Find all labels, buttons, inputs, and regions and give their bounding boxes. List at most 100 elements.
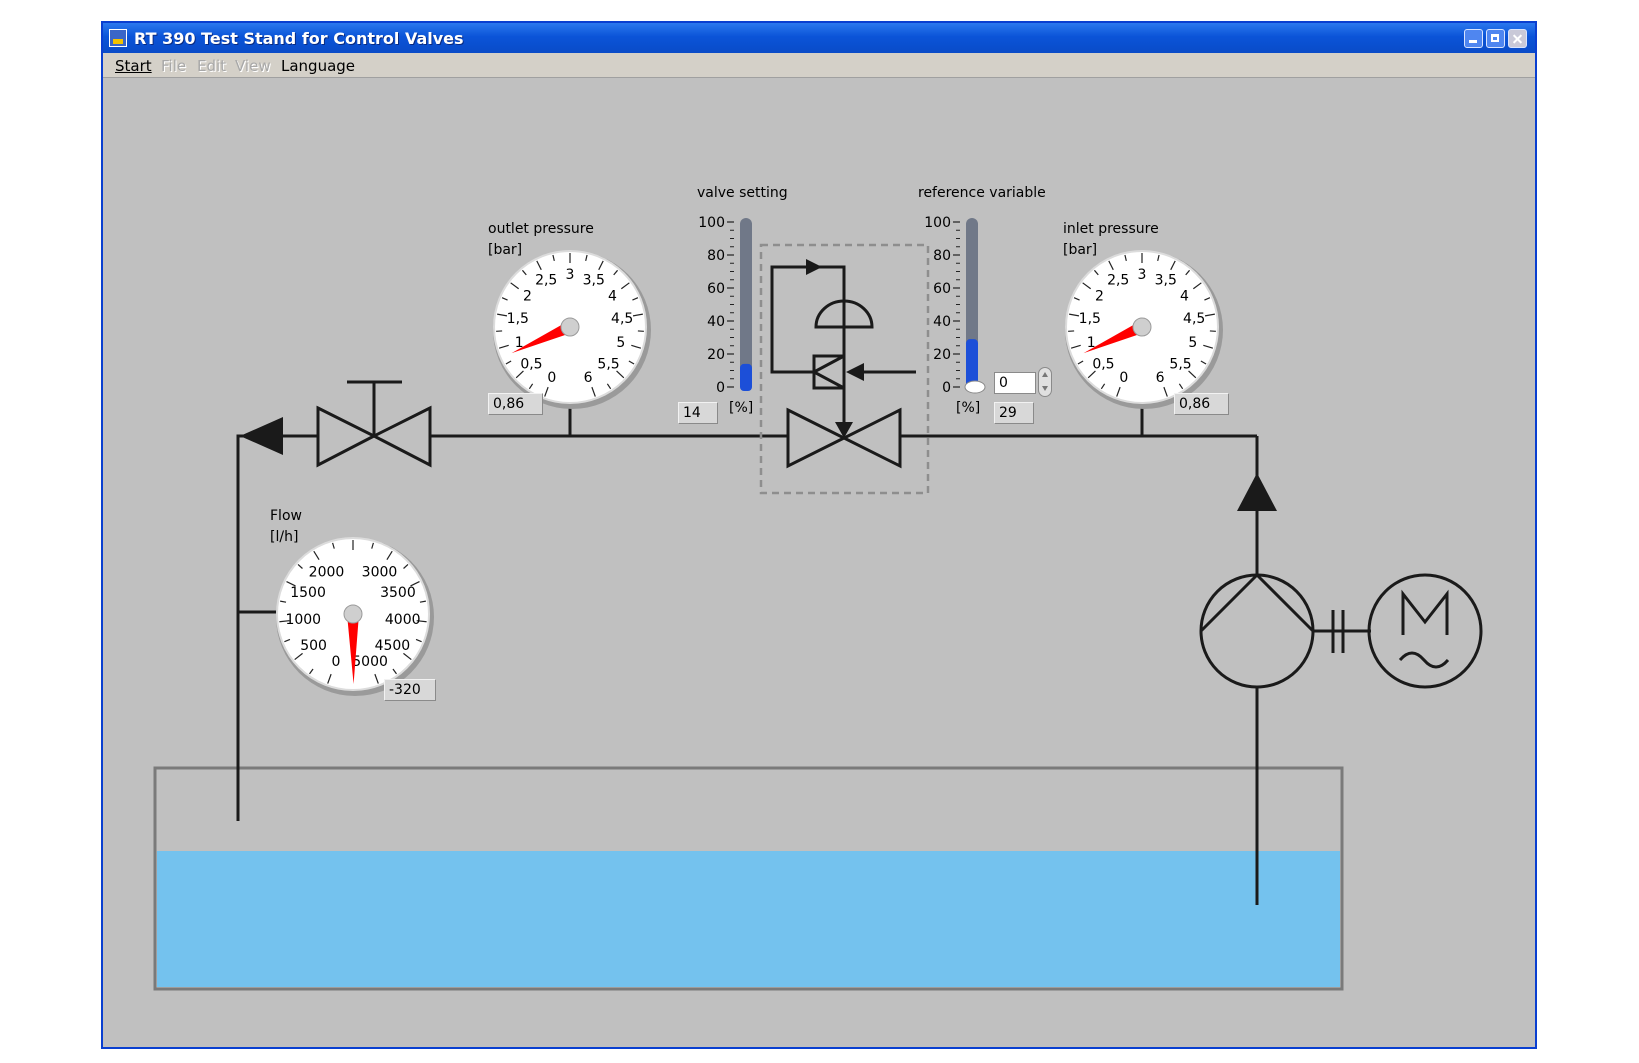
gauge-scale-label: 2,5: [1107, 273, 1129, 289]
gauge-hub: [1132, 317, 1152, 337]
gauge-tick: [613, 269, 619, 276]
bar-fill: [740, 363, 752, 391]
menu-bar: Start File Edit View Language: [103, 53, 1535, 78]
inlet-pressure-value: 0,86: [1174, 393, 1229, 415]
gauge-needle: [1083, 321, 1145, 354]
gauge-scale-label: 2,5: [535, 273, 557, 289]
manual-valve-symbol: [316, 380, 432, 468]
gauge-tick: [403, 564, 409, 569]
gauge-tick: [631, 344, 642, 349]
gauge-scale-label: 1,5: [507, 311, 529, 327]
bar-scale-label: 80: [933, 248, 951, 264]
gauge-tick: [1069, 313, 1080, 317]
gauge-scale-label: 0,5: [520, 356, 542, 372]
flow-value: -320: [384, 679, 436, 701]
reference-variable-spinner[interactable]: [1038, 367, 1052, 397]
flow-arrow-left: [240, 417, 283, 455]
bar-track: [740, 218, 752, 391]
gauge-scale-label: 3,5: [583, 273, 605, 289]
flow-unit: [l/h]: [270, 529, 299, 545]
gauge-tick: [1163, 386, 1168, 397]
gauge-tick: [416, 620, 427, 623]
gauge-tick: [1203, 344, 1214, 349]
gauge-tick: [1100, 383, 1106, 390]
gauge-tick: [585, 254, 588, 261]
minimize-button[interactable]: [1464, 29, 1483, 48]
flow-label: Flow: [270, 508, 302, 524]
gauge-tick: [415, 638, 422, 643]
gauge-needle: [511, 321, 573, 354]
gauge-tick: [1188, 370, 1197, 379]
maximize-button[interactable]: [1486, 29, 1505, 48]
gauge-tick: [1077, 360, 1084, 365]
gauge-tick: [419, 600, 426, 603]
title-bar[interactable]: RT 390 Test Stand for Control Valves: [103, 23, 1535, 53]
gauge-tick: [1070, 344, 1081, 349]
gauge-tick: [403, 652, 412, 661]
bar-scale-label: 40: [933, 314, 951, 330]
gauge-scale-label: 4,5: [611, 311, 633, 327]
gauge-scale-label: 1: [515, 335, 524, 351]
menu-language[interactable]: Language: [281, 57, 356, 75]
tank-water: [157, 851, 1340, 987]
gauge-scale-label: 5: [1188, 335, 1197, 351]
gauge-tick: [591, 386, 596, 397]
reference-variable-value: 29: [994, 402, 1034, 424]
gauge-tick: [1204, 313, 1215, 317]
reference-variable-input[interactable]: 0: [994, 372, 1036, 394]
gauge-scale-label: 2: [523, 288, 532, 304]
bar-scale-label: 20: [707, 347, 725, 363]
gauge-tick: [521, 269, 527, 276]
bar-scale-label: 100: [924, 215, 951, 231]
spin-up-icon[interactable]: [1042, 372, 1048, 377]
gauge-tick: [1093, 269, 1099, 276]
gauge-tick: [1073, 297, 1080, 301]
gauge-tick: [552, 254, 555, 261]
menu-edit[interactable]: Edit: [197, 57, 227, 75]
gauge-scale-label: 6: [1156, 370, 1165, 386]
gauge-tick: [1108, 260, 1114, 271]
gauge-tick: [1170, 260, 1176, 271]
gauge-tick: [327, 673, 332, 684]
reference-slider-knob[interactable]: [964, 380, 986, 394]
gauge-tick: [1200, 360, 1207, 365]
gauge-tick: [371, 542, 374, 549]
gauge-tick: [510, 282, 520, 290]
gauge-tick: [1204, 297, 1211, 301]
valve-setting-unit: [%]: [729, 400, 754, 416]
bar-scale-label: 80: [707, 248, 725, 264]
window-title: RT 390 Test Stand for Control Valves: [134, 29, 464, 48]
gauge-scale-label: 3000: [362, 565, 398, 581]
close-button[interactable]: [1508, 29, 1527, 48]
gauge-hub: [343, 604, 363, 624]
gauge-scale-label: 5,5: [1169, 356, 1191, 372]
gauge-scale-label: 4500: [375, 638, 411, 654]
gauge-scale-label: 4,5: [1183, 311, 1205, 327]
gauge-tick: [309, 668, 314, 675]
gauge-tick: [544, 386, 549, 397]
gauge-tick: [1178, 383, 1184, 390]
inlet-pressure-unit: [bar]: [1063, 242, 1098, 258]
motor-symbol: [1367, 573, 1483, 689]
gauge-tick: [1157, 254, 1160, 261]
pump-symbol: [1199, 573, 1371, 689]
gauge-hub: [560, 317, 580, 337]
gauge-tick: [294, 652, 303, 661]
gauge-tick: [1087, 370, 1096, 379]
gauge-scale-label: 0: [331, 654, 340, 670]
spin-down-icon[interactable]: [1042, 386, 1048, 391]
gauge-scale-label: 0: [547, 370, 556, 386]
menu-view[interactable]: View: [235, 57, 271, 75]
gauge-tick: [628, 360, 635, 365]
outlet-pressure-label: outlet pressure: [488, 221, 594, 237]
gauge-scale-label: 6: [584, 370, 593, 386]
outlet-pressure-value: 0,86: [488, 393, 543, 415]
flow-arrow-up: [1237, 473, 1277, 511]
menu-file[interactable]: File: [161, 57, 187, 75]
gauge-tick: [498, 344, 509, 349]
gauge-tick: [497, 313, 508, 317]
menu-start[interactable]: Start: [115, 57, 152, 75]
gauge-scale-label: 3500: [380, 585, 416, 601]
